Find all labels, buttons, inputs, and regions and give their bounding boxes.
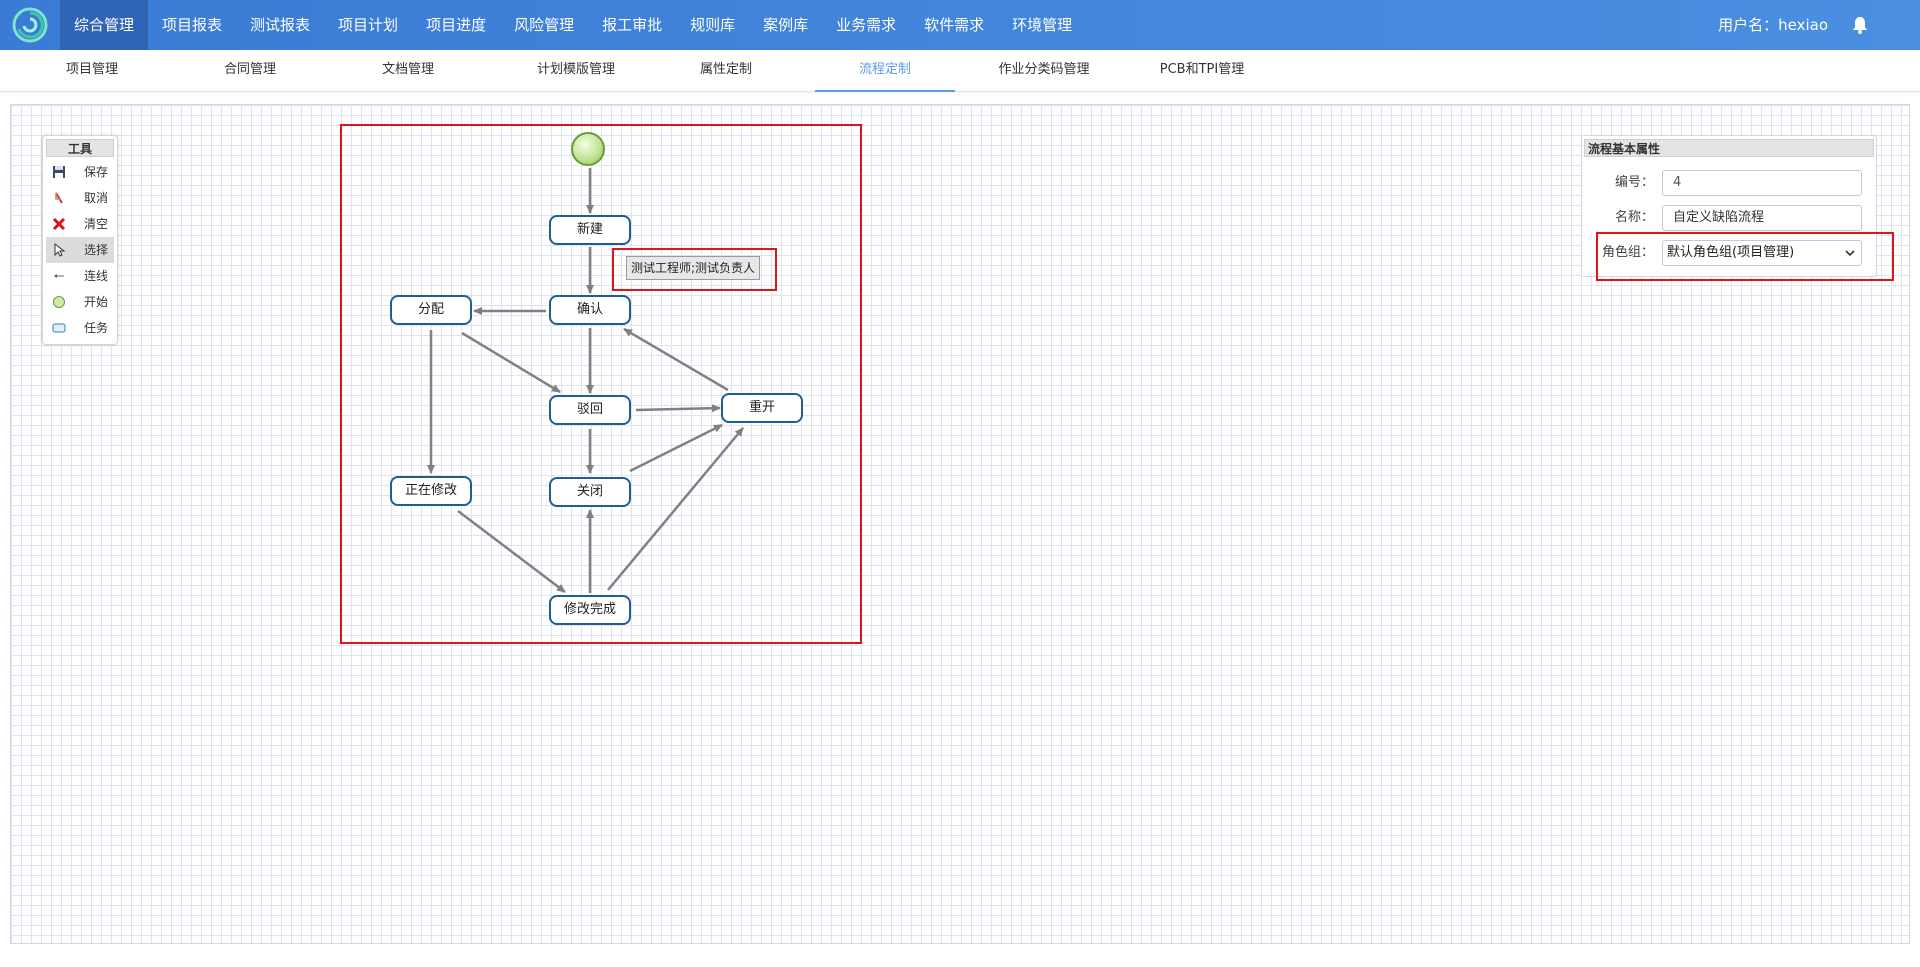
tool-task[interactable]: 任务 — [46, 315, 114, 341]
tab-plan-template-management[interactable]: 计划模版管理 — [536, 62, 615, 77]
node-close[interactable]: 关闭 — [549, 477, 631, 507]
tab-attribute-customization[interactable]: 属性定制 — [699, 62, 752, 77]
clear-icon — [52, 217, 66, 231]
nav-item-test-reports[interactable]: 测试报表 — [250, 16, 311, 34]
nav-item-environment-management[interactable]: 环境管理 — [1012, 16, 1073, 34]
nav-item-business-requirements[interactable]: 业务需求 — [836, 16, 897, 34]
tool-select[interactable]: 选择 — [46, 237, 114, 263]
node-fixed[interactable]: 修改完成 — [549, 595, 631, 625]
save-icon — [53, 166, 65, 178]
nav-item-case-library[interactable]: 案例库 — [763, 16, 809, 34]
task-icon — [52, 323, 66, 333]
username-label[interactable]: 用户名：hexiao — [1718, 16, 1828, 34]
tool-clear[interactable]: 清空 — [46, 211, 114, 237]
tool-label: 开始 — [84, 295, 109, 309]
nav-item-software-requirements[interactable]: 软件需求 — [924, 16, 985, 34]
main-nav: 综合管理 项目报表 测试报表 项目计划 项目进度 风险管理 报工审批 规则库 案… — [60, 0, 1086, 50]
nav-item-risk-management[interactable]: 风险管理 — [514, 16, 575, 34]
connector-icon — [54, 274, 64, 278]
tab-contract-management[interactable]: 合同管理 — [223, 62, 276, 77]
tool-start[interactable]: 开始 — [46, 289, 114, 315]
tool-palette: 工具 保存 取消 清空 选择 连线 开始 — [42, 135, 118, 345]
property-row-id: 编号： 4 — [1582, 170, 1878, 196]
role-group-label: 角色组： — [1601, 245, 1654, 260]
property-row-role-group: 角色组： 默认角色组(项目管理) — [1582, 240, 1878, 266]
property-row-name: 名称： 自定义缺陷流程 — [1582, 205, 1878, 231]
edge-label-highlight-box — [612, 248, 777, 291]
workflow-properties-panel: 流程基本属性 编号： 4 名称： 自定义缺陷流程 角色组： 默认角色组(项目管理… — [1581, 135, 1877, 277]
tool-label: 连线 — [84, 269, 109, 283]
tab-job-category-code-management[interactable]: 作业分类码管理 — [998, 62, 1090, 77]
node-new[interactable]: 新建 — [549, 215, 631, 245]
tab-document-management[interactable]: 文档管理 — [381, 62, 434, 77]
node-confirm[interactable]: 确认 — [549, 295, 631, 325]
tool-undo[interactable]: 取消 — [46, 185, 114, 211]
nav-item-integrated-management[interactable]: 综合管理 — [60, 0, 149, 50]
node-reopen[interactable]: 重开 — [721, 393, 803, 423]
node-assign[interactable]: 分配 — [390, 295, 472, 325]
role-group-highlight-box — [1596, 232, 1894, 281]
start-icon — [53, 296, 65, 308]
tab-project-management[interactable]: 项目管理 — [65, 62, 118, 77]
diagram-highlight-box — [340, 124, 862, 644]
tool-palette-title: 工具 — [46, 139, 114, 157]
sub-tab-bar: 项目管理 合同管理 文档管理 计划模版管理 属性定制 流程定制 作业分类码管理 … — [0, 50, 1920, 92]
role-group-select[interactable]: 默认角色组(项目管理) — [1662, 240, 1862, 266]
edge-role-label[interactable]: 测试工程师;测试负责人 — [626, 256, 760, 280]
nav-item-project-plan[interactable]: 项目计划 — [338, 16, 399, 34]
tool-label: 清空 — [84, 217, 109, 231]
tool-label: 取消 — [84, 191, 109, 205]
start-node[interactable] — [571, 132, 605, 166]
top-navigation-bar: 综合管理 项目报表 测试报表 项目计划 项目进度 风险管理 报工审批 规则库 案… — [0, 0, 1920, 50]
name-field[interactable]: 自定义缺陷流程 — [1662, 205, 1862, 231]
id-field[interactable]: 4 — [1662, 170, 1862, 196]
tool-save[interactable]: 保存 — [46, 159, 114, 185]
pointer-icon — [54, 243, 66, 257]
properties-title: 流程基本属性 — [1584, 139, 1874, 157]
swirl-logo-icon[interactable] — [12, 7, 48, 43]
tab-workflow-customization[interactable]: 流程定制 — [815, 50, 955, 92]
tool-label: 选择 — [84, 243, 109, 257]
name-label: 名称： — [1614, 210, 1654, 225]
id-label: 编号： — [1614, 175, 1654, 190]
nav-item-work-approval[interactable]: 报工审批 — [602, 16, 663, 34]
node-reject[interactable]: 驳回 — [549, 395, 631, 425]
tool-label: 任务 — [84, 321, 109, 335]
tool-label: 保存 — [84, 165, 109, 179]
nav-item-rule-library[interactable]: 规则库 — [690, 16, 736, 34]
bell-icon[interactable] — [1850, 15, 1870, 35]
undo-icon — [55, 192, 63, 204]
nav-item-project-reports[interactable]: 项目报表 — [162, 16, 223, 34]
tab-pcb-tpi-management[interactable]: PCB和TPI管理 — [1159, 62, 1245, 77]
node-fixing[interactable]: 正在修改 — [390, 476, 472, 506]
nav-item-project-progress[interactable]: 项目进度 — [426, 16, 487, 34]
tool-connector[interactable]: 连线 — [46, 263, 114, 289]
chevron-down-icon — [1845, 250, 1855, 257]
role-group-selected-value: 默认角色组(项目管理) — [1667, 245, 1795, 260]
